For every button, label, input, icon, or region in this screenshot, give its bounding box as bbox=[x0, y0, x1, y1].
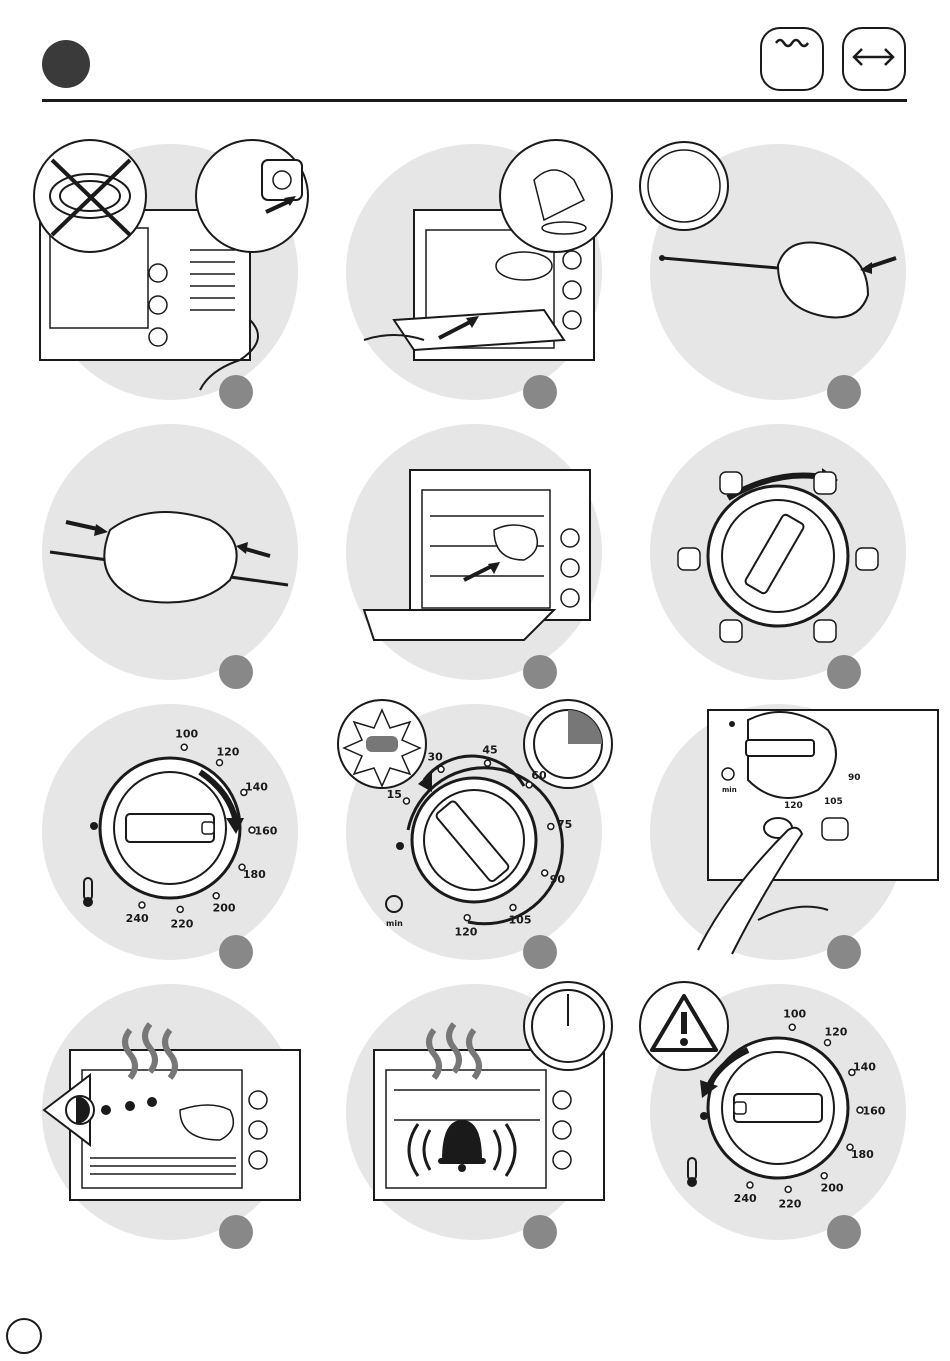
page-number-circle bbox=[6, 1318, 42, 1354]
temp-scale-label: 200 bbox=[213, 901, 236, 914]
step-5-spit-into-oven bbox=[334, 420, 638, 690]
step-6-function-dial bbox=[638, 420, 942, 690]
temp-scale-tick bbox=[747, 1182, 753, 1188]
timer-scale-label: 90 bbox=[550, 873, 566, 886]
header-marker-dot bbox=[42, 40, 90, 88]
temp-scale-label: 220 bbox=[170, 917, 193, 930]
temp-scale-tick bbox=[821, 1173, 827, 1179]
timer-scale-tick bbox=[485, 760, 491, 766]
timer-scale-label: 60 bbox=[531, 769, 547, 782]
step-2-insert-tray bbox=[334, 140, 638, 410]
timer-scale-tick bbox=[403, 798, 409, 804]
header-rule bbox=[42, 99, 907, 102]
timer-scale-tick bbox=[542, 870, 548, 876]
step-9-press-button: min 90 105 120 bbox=[638, 700, 942, 970]
temp-scale-label: 140 bbox=[853, 1060, 876, 1073]
temp-scale-label: 220 bbox=[778, 1197, 801, 1210]
step-7-temperature-dial: 100 120 140 160 180 200 220 240 bbox=[30, 700, 334, 970]
temp-scale-label: 120 bbox=[824, 1025, 847, 1038]
timer-scale-label: 105 bbox=[509, 914, 532, 927]
timer-scale-tick bbox=[526, 782, 532, 788]
temp-scale-label: 240 bbox=[734, 1192, 757, 1205]
step-1-unplug bbox=[30, 140, 334, 410]
step-3-spit-chicken bbox=[638, 140, 942, 410]
timer-scale-tick bbox=[510, 905, 516, 911]
step-8-timer-dial: min 15 30 45 60 75 90 105 120 bbox=[334, 700, 638, 970]
timer-scale-tick bbox=[438, 766, 444, 772]
temp-scale-label: 120 bbox=[216, 745, 239, 758]
temp-scale-tick bbox=[789, 1024, 795, 1030]
panel-unit-label: min bbox=[722, 786, 737, 794]
convection-fan-icon bbox=[842, 27, 906, 91]
temp-scale-label: 100 bbox=[783, 1007, 806, 1020]
timer-scale-tick bbox=[464, 915, 470, 921]
temp-scale-tick bbox=[213, 893, 219, 899]
timer-scale-label: 30 bbox=[427, 751, 443, 764]
timer-scale-label: 75 bbox=[557, 818, 572, 831]
step-11-bell-ring bbox=[334, 980, 638, 1250]
panel-label-105: 105 bbox=[824, 797, 843, 807]
step-12-turn-off-warning: 100 120 140 160 180 200 220 240 bbox=[638, 980, 942, 1250]
temp-scale-tick bbox=[181, 744, 187, 750]
timer-scale-label: 45 bbox=[482, 743, 497, 756]
temp-scale-tick bbox=[217, 760, 223, 766]
timer-scale-label: 15 bbox=[387, 788, 402, 801]
temp-scale-label: 200 bbox=[821, 1181, 844, 1194]
temp-scale-label: 100 bbox=[175, 727, 198, 740]
step-10-watch-cooking bbox=[30, 980, 334, 1250]
temp-scale-label: 240 bbox=[126, 912, 149, 925]
timer-scale-tick bbox=[548, 823, 554, 829]
temp-scale-tick bbox=[825, 1040, 831, 1046]
timer-scale-label: 120 bbox=[454, 926, 477, 939]
panel-label-90: 90 bbox=[848, 773, 861, 783]
temp-scale-tick bbox=[177, 906, 183, 912]
panel-label-120: 120 bbox=[784, 801, 803, 811]
temp-scale-label: 180 bbox=[851, 1148, 874, 1161]
temp-scale-label: 180 bbox=[243, 868, 266, 881]
temp-scale-tick bbox=[139, 902, 145, 908]
step-4-fork-clamp bbox=[30, 420, 334, 690]
temp-scale-tick bbox=[785, 1186, 791, 1192]
timer-unit-label: min bbox=[386, 919, 403, 928]
temp-scale-label: 140 bbox=[245, 780, 268, 793]
temp-scale-label: 160 bbox=[254, 824, 277, 837]
rotisserie-top-heat-icon bbox=[760, 27, 824, 91]
temp-scale-label: 160 bbox=[862, 1104, 885, 1117]
